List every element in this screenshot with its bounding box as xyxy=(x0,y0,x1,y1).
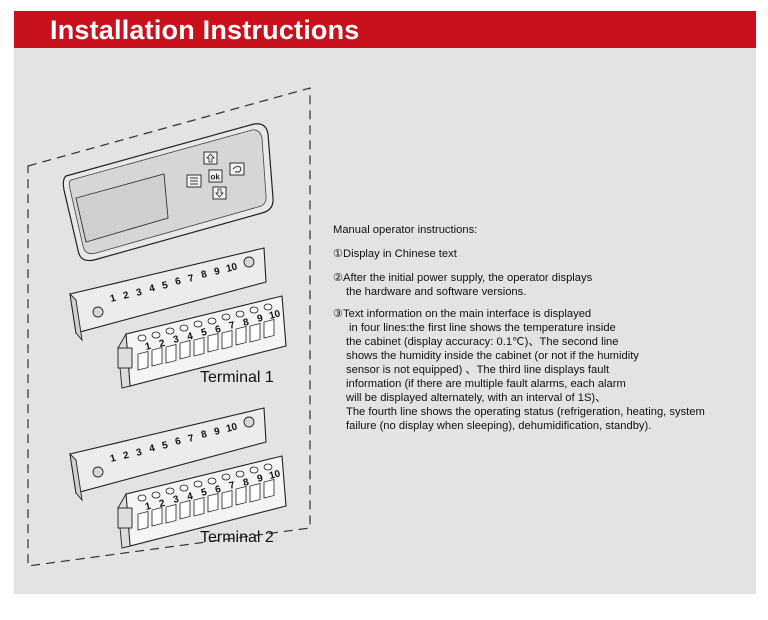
svg-text:4: 4 xyxy=(148,443,156,455)
up-arrow-icon xyxy=(203,151,218,165)
instruction-item-3-line: shows the humidity inside the cabinet (o… xyxy=(346,350,639,362)
svg-text:4: 4 xyxy=(186,331,194,343)
svg-text:5: 5 xyxy=(200,487,208,499)
instruction-item-1: ①Display in Chinese text xyxy=(333,248,457,260)
ok-icon: ok xyxy=(208,169,223,183)
dashed-frame xyxy=(27,87,311,567)
svg-text:1: 1 xyxy=(144,501,152,513)
svg-text:9: 9 xyxy=(213,266,221,278)
svg-text:7: 7 xyxy=(187,433,195,445)
terminal-1-label: Terminal 1 xyxy=(200,369,274,386)
terminal-block-1: 1 2 3 4 5 6 7 8 9 10 1 2 3 4 5 6 xyxy=(69,247,287,389)
svg-text:3: 3 xyxy=(135,447,143,459)
svg-text:9: 9 xyxy=(256,473,264,485)
controller-device: ok xyxy=(62,123,274,262)
svg-text:3: 3 xyxy=(172,334,180,346)
svg-text:2: 2 xyxy=(122,290,130,302)
terminal-1-top-numbers: 1 2 3 4 5 6 7 8 9 10 xyxy=(109,261,239,304)
svg-text:10: 10 xyxy=(268,308,282,321)
terminal-2-top-numbers: 1 2 3 4 5 6 7 8 9 10 xyxy=(109,421,239,464)
svg-text:7: 7 xyxy=(228,320,236,332)
svg-text:4: 4 xyxy=(148,283,156,295)
svg-text:2: 2 xyxy=(122,450,130,462)
terminal-block-2: 1 2 3 4 5 6 7 8 9 10 1 2 3 4 5 6 7 xyxy=(69,407,287,549)
svg-text:2: 2 xyxy=(158,338,166,350)
svg-text:1: 1 xyxy=(109,293,117,305)
svg-text:5: 5 xyxy=(161,440,169,452)
instruction-item-3-line: The fourth line shows the operating stat… xyxy=(346,406,705,418)
instruction-item-2: ②After the initial power supply, the ope… xyxy=(333,272,593,284)
svg-text:ok: ok xyxy=(211,173,221,182)
instruction-item-3-line: information (if there are multiple fault… xyxy=(346,378,626,390)
svg-text:6: 6 xyxy=(174,436,182,448)
terminal-2-label: Terminal 2 xyxy=(200,529,274,546)
svg-text:7: 7 xyxy=(228,480,236,492)
svg-text:9: 9 xyxy=(213,426,221,438)
svg-text:2: 2 xyxy=(158,498,166,510)
svg-text:5: 5 xyxy=(161,280,169,292)
svg-text:10: 10 xyxy=(225,421,239,434)
svg-text:8: 8 xyxy=(200,429,208,441)
instruction-item-2-cont: the hardware and software versions. xyxy=(346,286,527,298)
instructions-text: Manual operator instructions: ①Display i… xyxy=(333,223,753,433)
svg-text:5: 5 xyxy=(200,327,208,339)
instructions-heading: Manual operator instructions: xyxy=(333,224,478,236)
svg-text:9: 9 xyxy=(256,313,264,325)
instruction-item-3-line: will be displayed alternately, with an i… xyxy=(346,392,607,404)
svg-text:8: 8 xyxy=(200,269,208,281)
svg-text:6: 6 xyxy=(214,324,222,336)
installation-illustration: ok 1 2 3 4 5 6 7 8 9 10 xyxy=(27,87,311,567)
svg-text:10: 10 xyxy=(225,261,239,274)
svg-text:4: 4 xyxy=(186,491,194,503)
terminal-1-plug-numbers: 1 2 3 4 5 6 7 8 9 10 xyxy=(144,308,282,352)
svg-text:6: 6 xyxy=(214,484,222,496)
back-icon xyxy=(229,162,245,176)
svg-text:8: 8 xyxy=(242,477,250,489)
instruction-item-3-line: failure (no display when sleeping), dehu… xyxy=(346,420,652,432)
instruction-item-3-line: the cabinet (display accuracy: 0.1℃)、The… xyxy=(346,336,619,348)
instruction-item-3: ③Text information on the main interface … xyxy=(333,308,592,320)
page-title: Installation Instructions xyxy=(50,15,360,45)
svg-text:7: 7 xyxy=(187,273,195,285)
instruction-item-3-line: in four lines:the first line shows the t… xyxy=(349,322,616,334)
title-banner: Installation Instructions xyxy=(14,11,756,48)
svg-text:6: 6 xyxy=(174,276,182,288)
svg-text:1: 1 xyxy=(144,341,152,353)
terminal-2-plug-numbers: 1 2 3 4 5 6 7 8 9 10 xyxy=(144,468,282,512)
svg-text:3: 3 xyxy=(135,287,143,299)
svg-text:1: 1 xyxy=(109,453,117,465)
instruction-item-3-line: sensor is not equipped) 、The third line … xyxy=(346,364,610,376)
svg-text:10: 10 xyxy=(268,468,282,481)
down-arrow-icon xyxy=(212,186,227,200)
svg-text:3: 3 xyxy=(172,494,180,506)
menu-icon xyxy=(186,174,202,188)
svg-text:8: 8 xyxy=(242,317,250,329)
